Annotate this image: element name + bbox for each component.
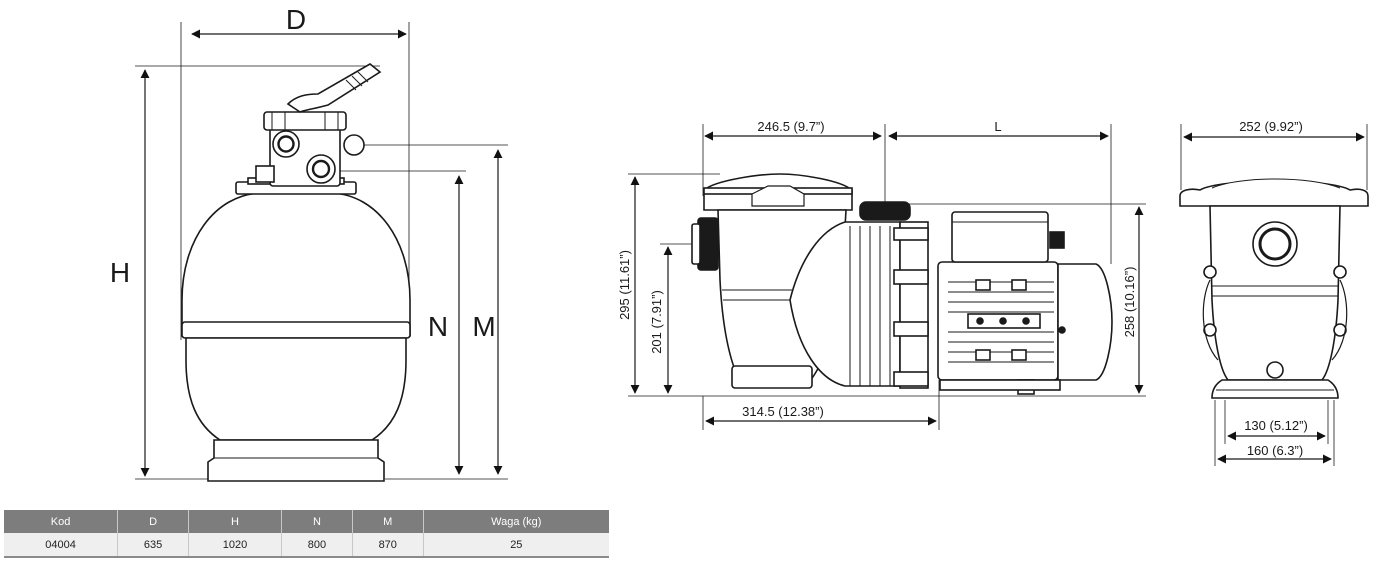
- filter-base: [207, 439, 385, 482]
- front-base: [1211, 379, 1339, 399]
- header-kod: Kod: [4, 510, 119, 533]
- discharge-outlet: [859, 201, 911, 221]
- dim-label-n: N: [428, 311, 448, 342]
- dim-label-front-inner: 130 (5.12”): [1244, 418, 1308, 433]
- terminal-box: [951, 211, 1049, 263]
- valve-handle: [286, 63, 382, 113]
- cell-h: 1020: [188, 533, 283, 558]
- filter-tank-lower: [185, 337, 407, 441]
- cell-d: 635: [117, 533, 189, 558]
- dim-label-right: 258 (10.16”): [1122, 267, 1137, 338]
- header-m: M: [352, 510, 424, 533]
- pump-front-labels: 252 (9.92”) 130 (5.12”) 160 (6.3”): [1239, 119, 1308, 458]
- cell-kod: 04004: [4, 533, 119, 558]
- header-n: N: [281, 510, 353, 533]
- pump-side-drawing: [628, 124, 1146, 430]
- cell-m: 870: [352, 533, 424, 558]
- pump-side-labels: 246.5 (9.7”) L 295 (11.61”) 201 (7.91”) …: [617, 119, 1137, 419]
- pump-flange: [899, 221, 929, 389]
- pump-front-drawing: [1179, 124, 1369, 466]
- dim-label-m: M: [472, 311, 495, 342]
- spec-table-header: Kod D H N M Waga (kg): [4, 510, 609, 533]
- sand-filter-drawing: [135, 22, 508, 482]
- dim-label-left-inner: 201 (7.91”): [649, 290, 664, 354]
- table-row: 04004 635 1020 800 870 25: [4, 533, 609, 558]
- dim-label-d: D: [286, 4, 306, 35]
- dim-label-h: H: [110, 257, 130, 288]
- dim-label-front-top: 252 (9.92”): [1239, 119, 1303, 134]
- spec-table: Kod D H N M Waga (kg) 04004 635 1020 800…: [4, 510, 609, 558]
- dim-label-left-outer: 295 (11.61”): [617, 250, 632, 320]
- cell-waga: 25: [423, 533, 609, 558]
- header-waga: Waga (kg): [423, 510, 609, 533]
- filter-dimension-labels: D H N M: [110, 4, 496, 342]
- motor-fan-cover: [1057, 263, 1113, 381]
- cell-n: 800: [281, 533, 353, 558]
- filter-tank-upper: [181, 192, 411, 337]
- suction-inlet: [697, 217, 719, 271]
- dim-label-front-outer: 160 (6.3”): [1247, 443, 1303, 458]
- dim-label-top-right: L: [994, 119, 1001, 134]
- header-h: H: [188, 510, 283, 533]
- dim-label-bottom: 314.5 (12.38”): [742, 404, 824, 419]
- header-d: D: [117, 510, 189, 533]
- dim-label-top-left: 246.5 (9.7”): [757, 119, 824, 134]
